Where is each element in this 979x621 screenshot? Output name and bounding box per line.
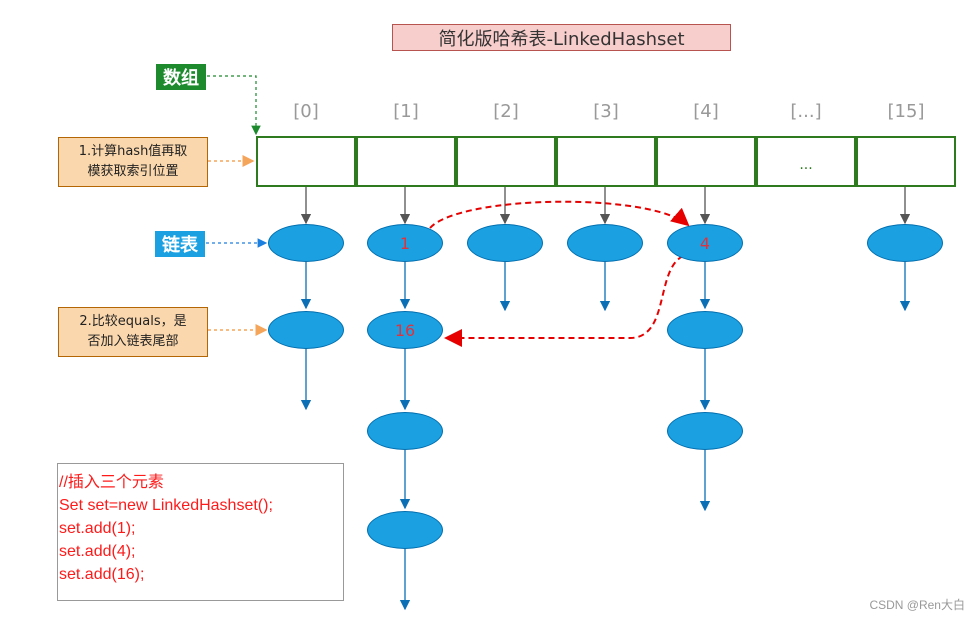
- link-1-to-4: [429, 200, 690, 229]
- node-value: 1: [399, 233, 411, 253]
- list-node: [467, 224, 543, 262]
- code-line: set.add(4);: [59, 543, 136, 560]
- hash-step-note: 1.计算hash值再取 模获取索引位置: [58, 137, 208, 187]
- array-cell: [256, 136, 356, 187]
- list-node-1: 1: [367, 224, 443, 262]
- list-node: [667, 311, 743, 349]
- array-cell: [656, 136, 756, 187]
- list-node: [268, 311, 344, 349]
- array-label: 数组: [156, 64, 206, 90]
- index-label: [2]: [493, 101, 519, 122]
- list-label: 链表: [155, 231, 205, 257]
- array-pointer-arrow: [207, 75, 261, 136]
- equals-step-note: 2.比较equals，是 否加入链表尾部: [58, 307, 208, 357]
- watermark: CSDN @Ren大白: [869, 598, 965, 612]
- node-value: 4: [699, 233, 711, 253]
- note-line: 1.计算hash值再取: [78, 144, 188, 159]
- note-line: 2.比较equals，是: [79, 314, 187, 329]
- code-line: set.add(16);: [59, 566, 145, 583]
- array-cell: [356, 136, 456, 187]
- index-label: [1]: [393, 101, 419, 122]
- array-cell: [756, 136, 856, 187]
- link-4-to-16: [444, 255, 684, 347]
- ellipsis-cell-text: ...: [799, 157, 813, 173]
- node-value: 16: [394, 320, 416, 340]
- array-cell: [456, 136, 556, 187]
- list-node: [367, 511, 443, 549]
- code-line: Set set=new LinkedHashset();: [59, 497, 273, 514]
- index-label: [...]: [790, 101, 822, 122]
- list-node: [367, 412, 443, 450]
- list-node: [567, 224, 643, 262]
- code-line: //插入三个元素: [59, 474, 164, 491]
- array-cell: [556, 136, 656, 187]
- list-node: [667, 412, 743, 450]
- index-label: [4]: [693, 101, 719, 122]
- code-snippet: //插入三个元素 Set set=new LinkedHashset(); se…: [57, 463, 344, 601]
- list-node-16: 16: [367, 311, 443, 349]
- index-label: [3]: [593, 101, 619, 122]
- list-node: [268, 224, 344, 262]
- code-line: set.add(1);: [59, 520, 136, 537]
- list-node-4: 4: [667, 224, 743, 262]
- index-label: [15]: [887, 101, 925, 122]
- array-cell: [856, 136, 956, 187]
- note-line: 模获取索引位置: [87, 164, 179, 179]
- diagram-title: 简化版哈希表-LinkedHashset: [392, 24, 731, 51]
- note-line: 否加入链表尾部: [87, 334, 179, 349]
- index-label: [0]: [293, 101, 319, 122]
- list-node: [867, 224, 943, 262]
